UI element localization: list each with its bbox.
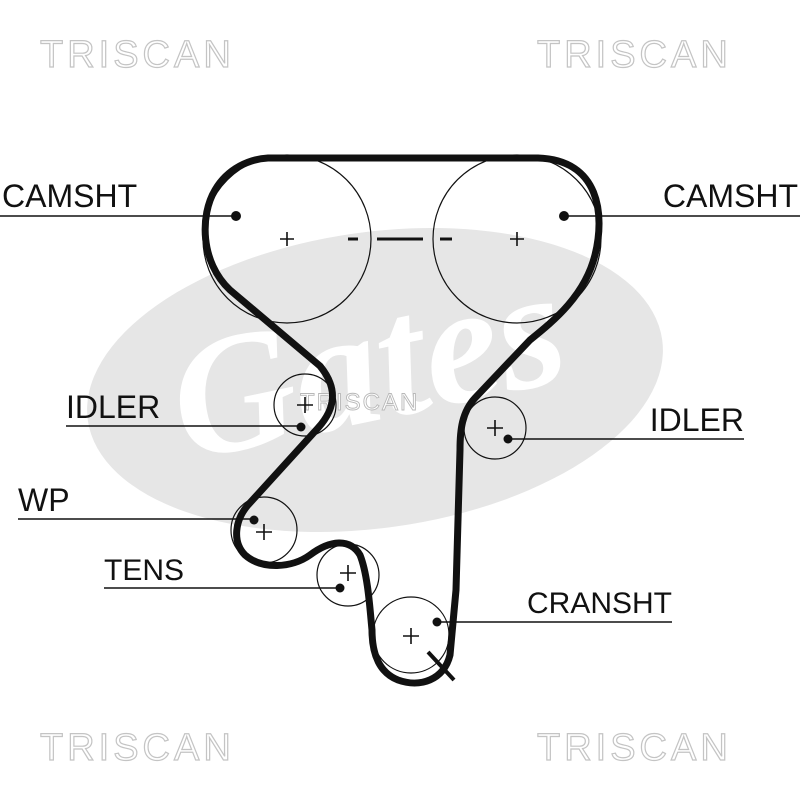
crankshaft-timing-mark: [426, 650, 456, 682]
timing-belt: [201, 154, 603, 687]
label-idler-right: IDLER: [650, 402, 744, 438]
pulley-center-markers: [256, 232, 524, 644]
label-tensioner: TENS: [104, 554, 184, 587]
watermark-center: TRISCAN: [300, 389, 419, 416]
watermark-bottom-left: TRISCAN: [40, 727, 235, 769]
gates-logo: Gates: [87, 227, 663, 533]
label-crankshaft: CRANSHT: [527, 587, 672, 620]
watermark-top-right: TRISCAN: [537, 34, 732, 76]
leader-lines: [0, 215, 800, 623]
watermark-top-left: TRISCAN: [40, 34, 235, 76]
watermark-bottom-right: TRISCAN: [537, 727, 732, 769]
label-idler-left: IDLER: [66, 389, 160, 425]
label-water-pump: WP: [18, 482, 70, 518]
label-camshaft-right: CAMSHT: [663, 178, 798, 214]
idler-left-pulley: [273, 373, 337, 437]
label-camshaft-left: CAMSHT: [2, 178, 137, 214]
